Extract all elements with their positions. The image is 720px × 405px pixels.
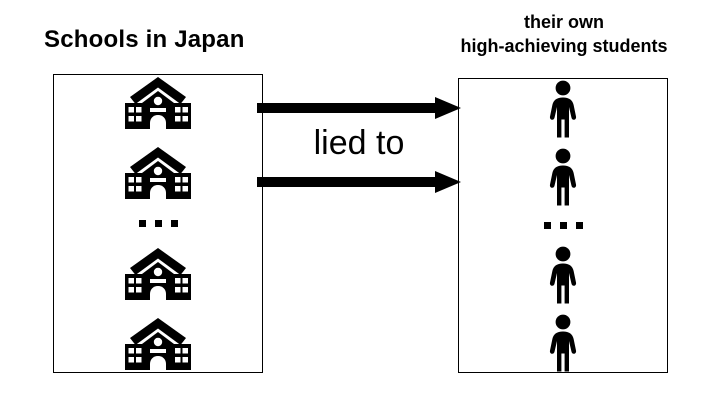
arrow-bottom [257, 169, 461, 195]
person-icon [545, 246, 581, 304]
ellipsis-dot [138, 220, 146, 227]
arrow-top [257, 95, 461, 121]
right-group-title-line1: their own [524, 12, 604, 32]
right-group-title-line2: high-achieving students [460, 36, 668, 57]
right-group-title: their own high-achieving students [418, 10, 710, 59]
ellipsis-dot [559, 222, 567, 229]
schools-ellipsis [138, 215, 178, 232]
left-group-title: Schools in Japan [44, 26, 245, 53]
person-icon [545, 314, 581, 372]
ellipsis-dot [575, 222, 583, 229]
ellipsis-dot [170, 220, 178, 227]
school-icon [122, 246, 194, 302]
school-icon [122, 316, 194, 372]
ellipsis-dot [154, 220, 162, 227]
ellipsis-dot [543, 222, 551, 229]
schools-icon-column [54, 75, 262, 372]
students-icon-column [459, 79, 667, 372]
schools-group-box [53, 74, 263, 373]
school-icon [122, 145, 194, 201]
person-icon [545, 148, 581, 206]
person-icon [545, 80, 581, 138]
students-group-box [458, 78, 668, 373]
students-ellipsis [543, 216, 583, 236]
relation-label: lied to [313, 124, 405, 162]
school-icon [122, 75, 194, 131]
